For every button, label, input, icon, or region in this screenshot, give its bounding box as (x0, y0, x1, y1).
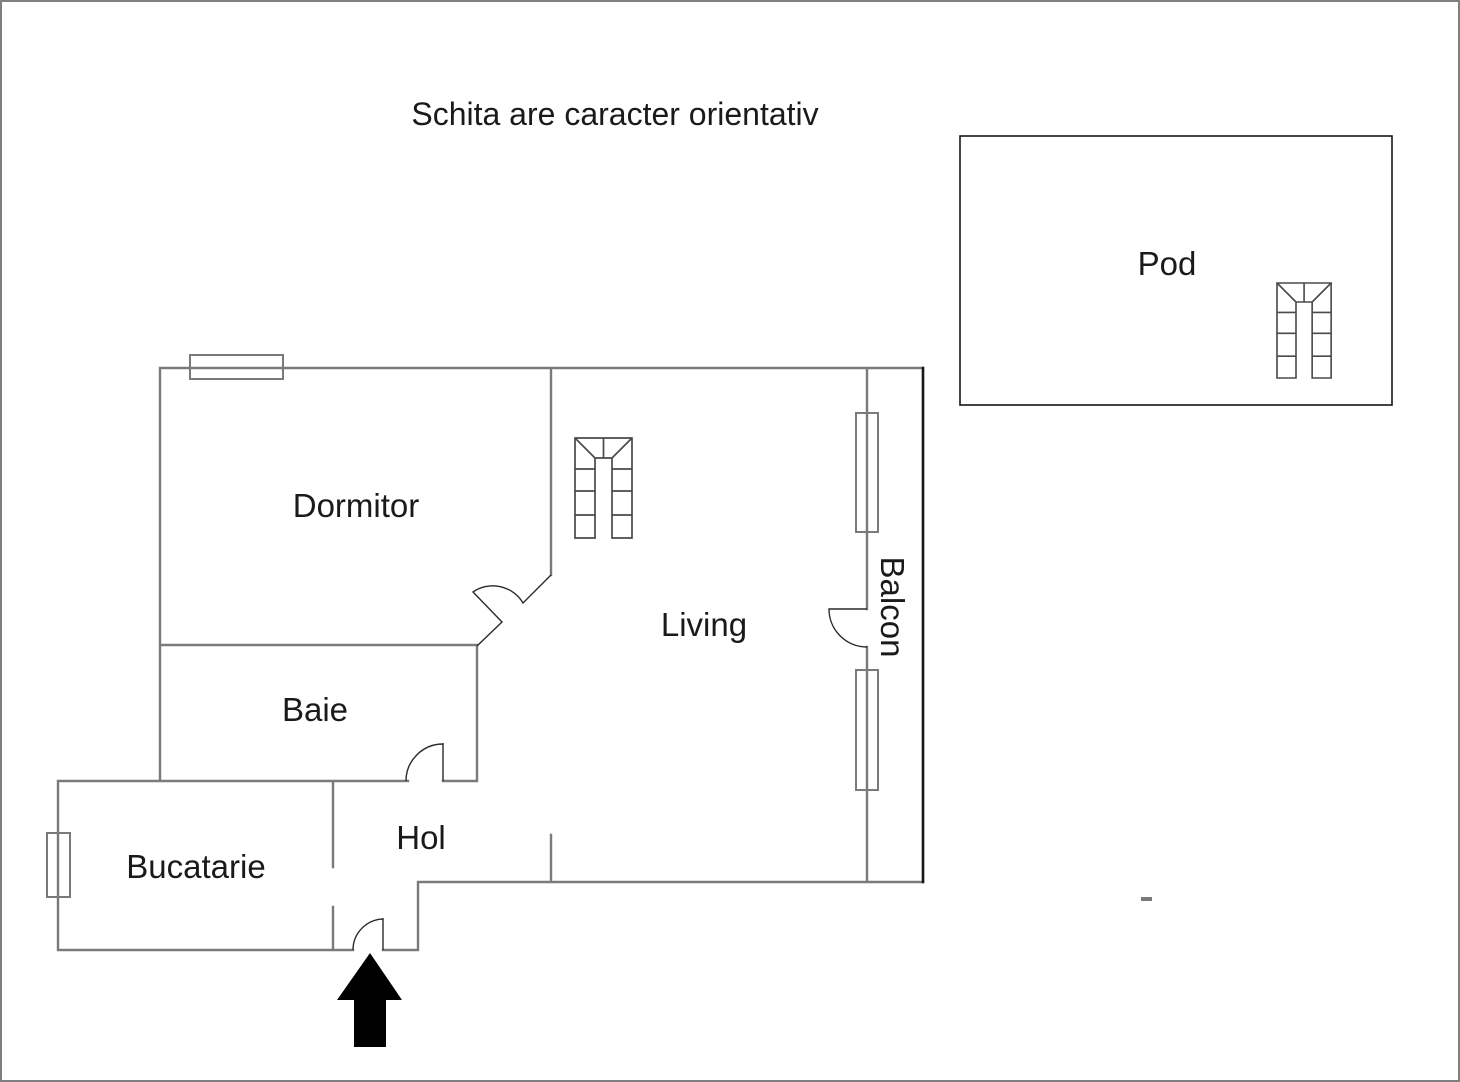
room-label-dormitor: Dormitor (293, 487, 420, 524)
apartment-walls (56, 366, 925, 952)
door-balcon-icon (828, 608, 868, 648)
room-label-balcon: Balcon (874, 557, 911, 658)
stairs-living-icon (574, 437, 633, 539)
room-label-pod: Pod (1138, 245, 1197, 282)
room-label-living: Living (661, 606, 747, 643)
stairs-pod-icon (1276, 282, 1332, 379)
door-dormitor-icon (471, 574, 552, 647)
room-label-baie: Baie (282, 691, 348, 728)
door-baie-icon (405, 743, 444, 782)
window-balcon-lower-icon (855, 669, 879, 791)
window-bucatarie-icon (46, 832, 71, 898)
door-entrance-icon (352, 918, 384, 951)
room-label-hol: Hol (396, 819, 446, 856)
entrance-arrow-icon (337, 953, 402, 1047)
room-label-bucatarie: Bucatarie (126, 848, 265, 885)
pod-outline (959, 135, 1393, 406)
dash-mark (1141, 897, 1152, 901)
window-dormitor-icon (189, 354, 284, 380)
window-balcon-upper-icon (855, 412, 879, 533)
plan-title: Schita are caracter orientativ (411, 96, 818, 132)
